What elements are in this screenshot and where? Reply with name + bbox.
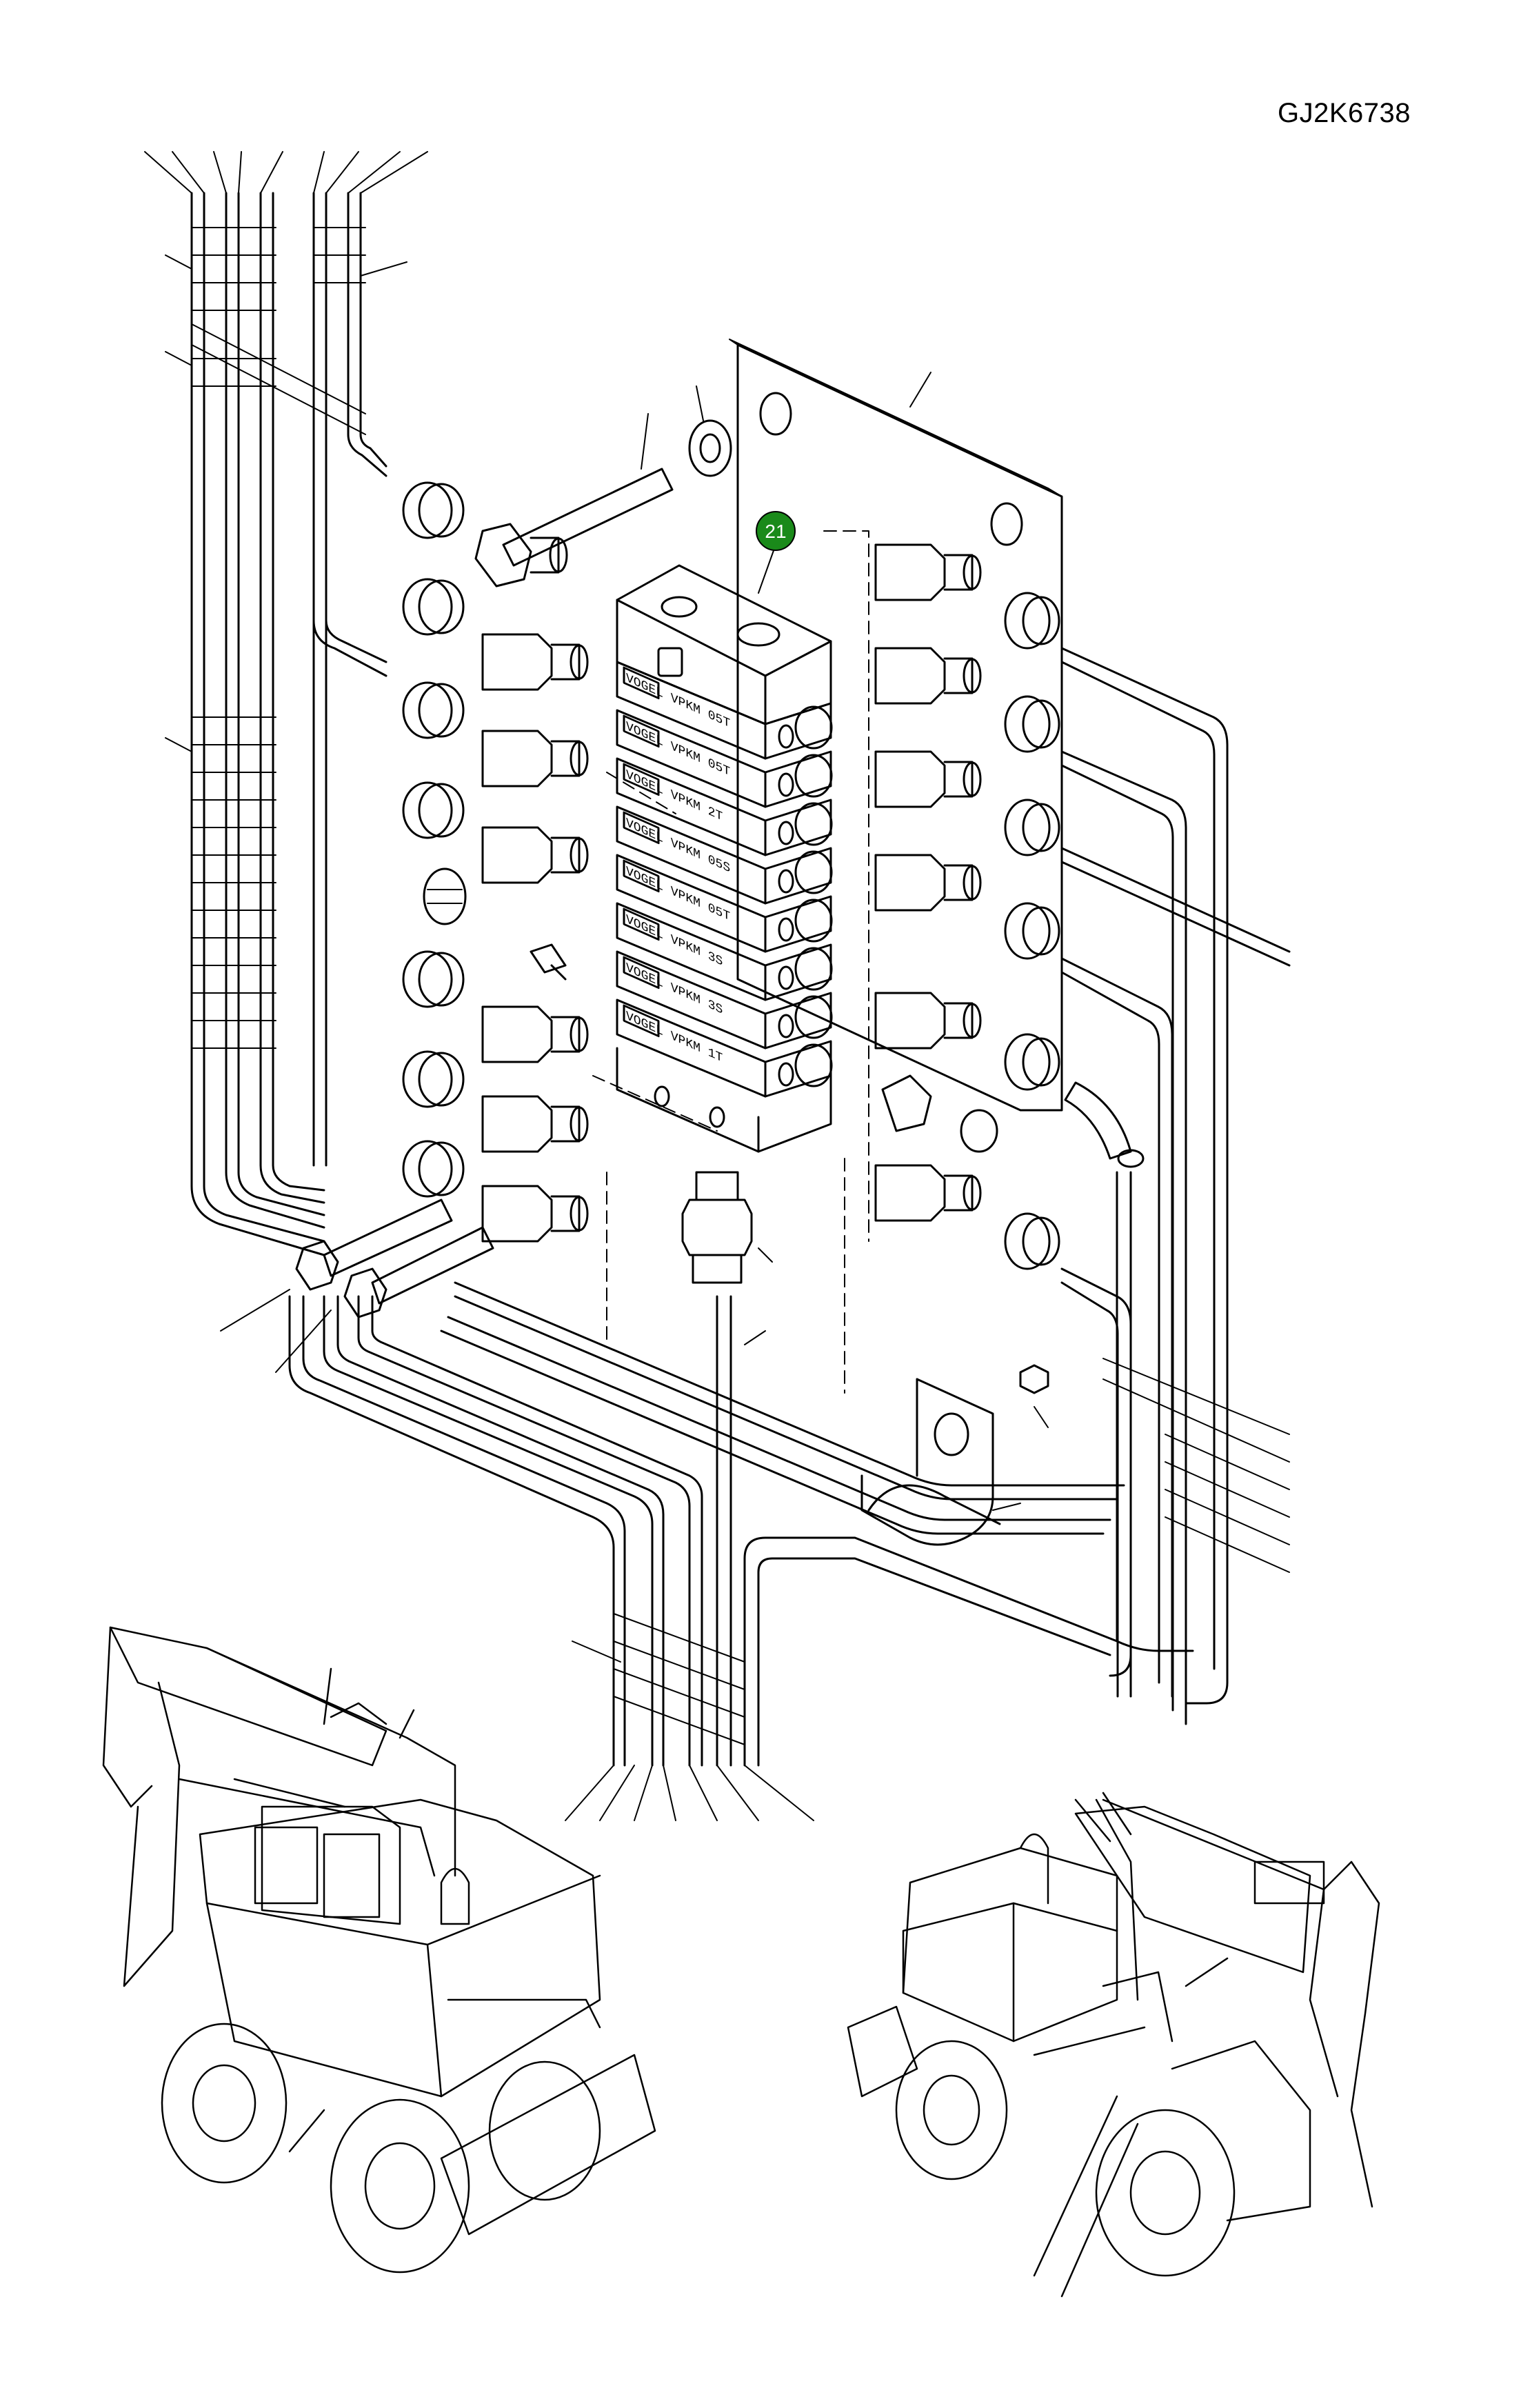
left-fittings <box>402 481 567 1198</box>
fitting-bottom-center <box>681 1171 773 1345</box>
mounting-plate <box>729 339 1063 1112</box>
distributor-section: VOGEL VPKM 05S <box>616 805 833 905</box>
lower-line-bundle <box>288 1281 1194 1821</box>
excavator-overview-left <box>102 1626 656 2274</box>
distributor-section: VOGEL VPKM 1T <box>616 999 833 1098</box>
connectors-left <box>481 536 589 1243</box>
callout-21[interactable]: 21 <box>756 511 796 594</box>
connectors-right <box>874 543 998 1222</box>
distributor-section: VOGEL VPKM 3S <box>616 950 833 1050</box>
callout-label: 21 <box>765 521 786 542</box>
clamp-bracket <box>860 1364 1049 1546</box>
excavator-overview-right <box>847 1792 1380 2298</box>
right-line-bundle <box>1060 647 1291 1725</box>
left-line-bundle <box>144 151 428 1256</box>
right-plate-fittings <box>1004 592 1145 1270</box>
drawing-id: GJ2K6738 <box>1277 98 1411 128</box>
lower-bolts <box>220 1198 494 1373</box>
distributor-section: VOGEL VPKM 05T <box>616 661 833 760</box>
alignment-lines <box>592 530 869 1394</box>
bolt-top <box>474 385 732 588</box>
